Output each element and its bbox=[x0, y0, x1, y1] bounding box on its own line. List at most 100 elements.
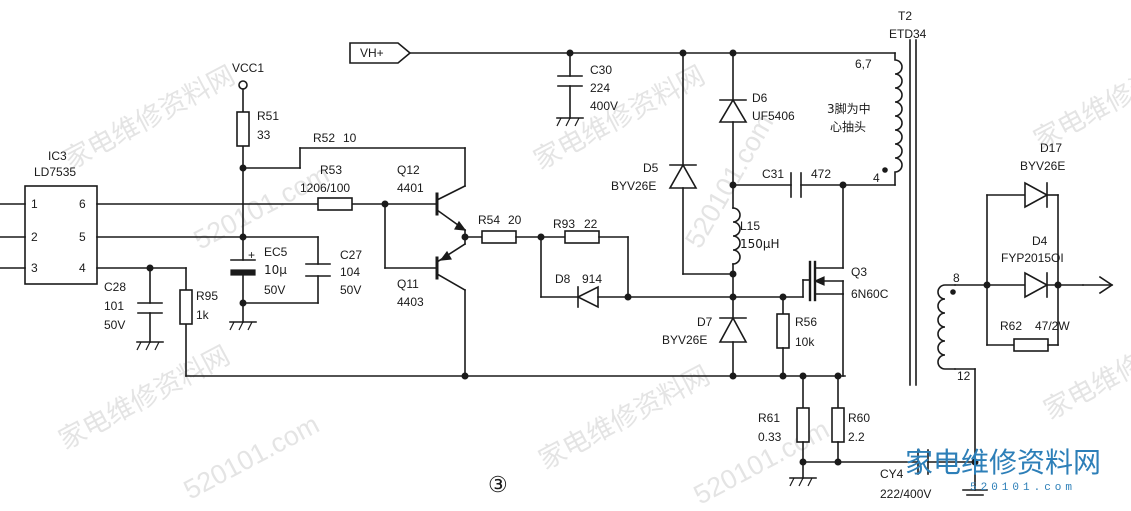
d4-ref: D4 bbox=[1032, 234, 1048, 248]
r62-resistor bbox=[1013, 338, 1049, 352]
ground-icon bbox=[136, 341, 164, 351]
ec5-ref: EC5 bbox=[264, 245, 288, 259]
r54-ref: R54 bbox=[478, 213, 500, 227]
c31-ref: C31 bbox=[762, 167, 784, 181]
c27-ref: C27 bbox=[340, 248, 362, 262]
q11-transistor bbox=[435, 242, 467, 377]
q12-transistor bbox=[384, 184, 467, 269]
svg-text:+: + bbox=[248, 248, 255, 262]
t2-pin-a: 6,7 bbox=[855, 57, 872, 71]
t2-pin-c: 8 bbox=[953, 271, 960, 285]
r56-value: 10k bbox=[795, 335, 815, 349]
d6-diode bbox=[718, 98, 748, 123]
r95-resistor bbox=[179, 289, 193, 325]
d17-ref: D17 bbox=[1040, 141, 1062, 155]
l15-value: 150μH bbox=[740, 237, 780, 251]
d8-diode bbox=[576, 285, 599, 309]
d5-value: BYV26E bbox=[611, 179, 656, 193]
l15-ref: L15 bbox=[740, 219, 760, 233]
ic3-pin-3: 3 bbox=[31, 261, 38, 275]
ec5-voltage: 50V bbox=[264, 283, 285, 297]
d17-diode bbox=[1024, 181, 1049, 209]
c27-capacitor bbox=[305, 263, 331, 277]
ground-icon bbox=[229, 321, 257, 331]
q11-value: 4403 bbox=[397, 295, 424, 309]
cy4-ref: CY4 bbox=[880, 467, 904, 481]
r93-resistor bbox=[564, 230, 600, 244]
ground-icon bbox=[789, 477, 817, 487]
t2-note-line1: 3脚为中 bbox=[827, 101, 871, 116]
ec5-capacitor: + bbox=[230, 248, 256, 276]
r53-value: 1206/100 bbox=[300, 181, 350, 195]
ic3-pin-5: 5 bbox=[79, 230, 86, 244]
c30-ref: C30 bbox=[590, 63, 612, 77]
vh-label: VH+ bbox=[360, 46, 384, 60]
r60-resistor bbox=[831, 407, 845, 443]
c28-value: 101 bbox=[104, 299, 124, 313]
watermark-text: 家电维修资料网 bbox=[534, 360, 715, 476]
ic3-chip: IC3 LD7535 1 2 3 6 5 4 bbox=[0, 149, 98, 285]
r53-ref: R53 bbox=[320, 163, 342, 177]
c30-value: 224 bbox=[590, 81, 610, 95]
r61-ref: R61 bbox=[758, 411, 780, 425]
q3-value: 6N60C bbox=[851, 287, 889, 301]
d17-value: BYV26E bbox=[1020, 159, 1065, 173]
d6-value: UF5406 bbox=[752, 109, 795, 123]
c28-capacitor bbox=[137, 302, 163, 314]
ic3-ref: IC3 bbox=[48, 149, 67, 163]
q11-ref: Q11 bbox=[397, 277, 419, 291]
ic3-pin-4: 4 bbox=[79, 261, 86, 275]
c27-voltage: 50V bbox=[340, 283, 361, 297]
d6-ref: D6 bbox=[752, 91, 768, 105]
r95-ref: R95 bbox=[196, 289, 218, 303]
d4-value: FYP2015OI bbox=[1001, 251, 1064, 265]
d8-value: 914 bbox=[582, 272, 602, 286]
r56-ref: R56 bbox=[795, 315, 817, 329]
site-logo: 家电维修资料网 520101.com bbox=[905, 446, 1101, 494]
r61-resistor bbox=[796, 407, 810, 443]
d5-ref: D5 bbox=[643, 161, 659, 175]
r51-ref: R51 bbox=[257, 109, 279, 123]
c31-value: 472 bbox=[811, 167, 831, 181]
q12-ref: Q12 bbox=[397, 163, 420, 177]
r52-ref: R52 bbox=[313, 131, 335, 145]
r56-resistor bbox=[776, 313, 790, 349]
cy4-value: 222/400V bbox=[880, 487, 931, 501]
t2-transformer bbox=[882, 39, 956, 386]
c28-ref: C28 bbox=[104, 280, 126, 294]
logo-text: 家电维修资料网 bbox=[905, 446, 1101, 479]
q3-ref: Q3 bbox=[851, 265, 867, 279]
r60-value: 2.2 bbox=[848, 430, 865, 444]
watermark-text: 家电维修资料网 bbox=[59, 60, 240, 176]
r53-resistor bbox=[317, 197, 353, 211]
d4-diode bbox=[1024, 271, 1049, 299]
ic3-pin-1: 1 bbox=[31, 197, 38, 211]
r62-ref: R62 bbox=[1000, 319, 1022, 333]
watermark-text: 家电维修资料网 bbox=[1029, 40, 1131, 156]
r93-ref: R93 bbox=[553, 217, 575, 231]
vcc-label: VCC1 bbox=[232, 61, 264, 75]
r54-value: 20 bbox=[508, 213, 522, 227]
ground-icon bbox=[556, 117, 584, 127]
r54-resistor bbox=[481, 230, 517, 244]
c28-voltage: 50V bbox=[104, 318, 125, 332]
d7-ref: D7 bbox=[697, 315, 713, 329]
ic3-pin-6: 6 bbox=[79, 197, 86, 211]
d5-diode bbox=[668, 163, 698, 189]
r60-ref: R60 bbox=[848, 411, 870, 425]
figure-number: ③ bbox=[488, 473, 508, 498]
t2-pin-b: 4 bbox=[873, 171, 880, 185]
watermark-text: 家电维修资料网 bbox=[54, 340, 235, 456]
r62-value: 47/2W bbox=[1035, 319, 1070, 333]
vh-connector bbox=[349, 42, 412, 64]
q12-value: 4401 bbox=[397, 181, 424, 195]
ground-icon bbox=[962, 489, 988, 496]
r51-value: 33 bbox=[257, 128, 271, 142]
q3-mosfet bbox=[802, 184, 844, 377]
c30-voltage: 400V bbox=[590, 99, 618, 113]
r95-value: 1k bbox=[196, 308, 210, 322]
watermark-number: 520101.com bbox=[189, 159, 334, 255]
r51-resistor bbox=[236, 111, 250, 147]
t2-pin-d: 12 bbox=[957, 369, 971, 383]
